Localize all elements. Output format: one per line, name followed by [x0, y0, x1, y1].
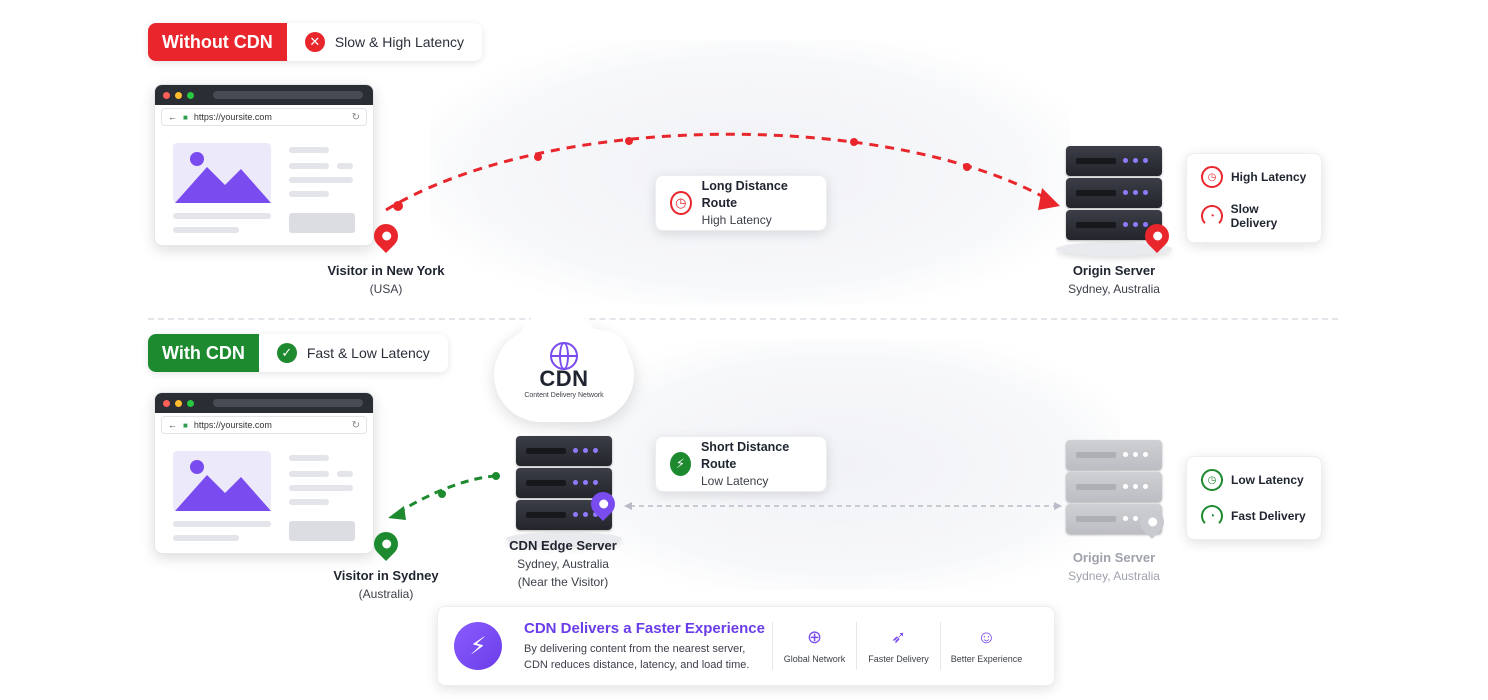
without-cdn-tag: Without CDN: [148, 23, 287, 61]
back-arrow-icon: ←: [168, 420, 177, 430]
world-map-top: [430, 40, 1070, 305]
speedometer-icon: ◔: [1201, 205, 1223, 227]
visitor-newyork-label: Visitor in New York(USA): [327, 263, 445, 296]
speedometer-icon: ◔: [1201, 505, 1223, 527]
close-dot: [163, 399, 170, 407]
clock-icon: ◷: [1201, 166, 1223, 188]
browser-window-sydney: ← ■ https://yoursite.com ↻: [154, 392, 374, 554]
metric-row: ◔Fast Delivery: [1201, 505, 1307, 527]
feature-global-network: ⊕ Global Network: [772, 622, 856, 670]
maximize-dot: [187, 399, 194, 407]
cdn-edge-server-icon: [506, 436, 622, 546]
latency-metrics-card: ◷High Latency ◔Slow Delivery: [1186, 153, 1322, 243]
origin-server-faded-icon: [1066, 440, 1162, 536]
clock-icon: ◷: [1201, 469, 1223, 491]
back-arrow-icon: ←: [168, 112, 177, 122]
with-cdn-header: With CDN ✓ Fast & Low Latency: [148, 334, 448, 372]
cdn-cloud-subtitle: Content Delivery Network: [524, 391, 604, 399]
metric-row: ◔Slow Delivery: [1201, 202, 1307, 230]
rocket-icon: ➶: [890, 627, 907, 647]
visitor-sydney-label: Visitor in Sydney(Australia): [333, 568, 439, 601]
minimize-dot: [175, 91, 182, 99]
with-cdn-tag: With CDN: [148, 334, 259, 372]
address-bar: ← ■ https://yoursite.com ↻: [161, 416, 367, 434]
image-placeholder: [173, 143, 271, 203]
cdn-cloud-title: CDN: [539, 365, 589, 391]
section-divider: [148, 318, 1338, 320]
globe-icon: ⊕: [806, 627, 823, 647]
lock-icon: ■: [183, 420, 188, 430]
cdn-cloud: CDN Content Delivery Network: [494, 310, 634, 422]
edge-to-origin-link: [624, 502, 1062, 510]
metric-row: ◷Low Latency: [1201, 469, 1307, 491]
x-circle-icon: ✕: [304, 32, 325, 52]
without-cdn-status: Slow & High Latency: [334, 34, 464, 50]
reload-icon: ↻: [351, 419, 360, 431]
origin-server-icon: [1056, 146, 1172, 256]
lightning-icon: ⚡: [454, 622, 502, 670]
long-route-path: [385, 132, 1060, 212]
user-icon: ☺: [977, 627, 996, 647]
close-dot: [163, 91, 170, 99]
maximize-dot: [187, 91, 194, 99]
location-pin-icon: [369, 527, 403, 561]
metric-row: ◷High Latency: [1201, 166, 1307, 188]
feature-faster-delivery: ➶ Faster Delivery: [856, 622, 940, 670]
check-circle-icon: ✓: [276, 343, 297, 363]
without-cdn-header: Without CDN ✕ Slow & High Latency: [148, 23, 482, 61]
image-placeholder: [173, 451, 271, 511]
url-text: https://yoursite.com: [193, 112, 272, 122]
browser-window-newyork: ← ■ https://yoursite.com ↻: [154, 84, 374, 246]
summary-description: By delivering content from the nearest s…: [524, 642, 750, 671]
feature-better-experience: ☺ Better Experience: [940, 622, 1032, 670]
lock-icon: ■: [183, 112, 188, 122]
url-text: https://yoursite.com: [193, 420, 272, 430]
summary-title: CDN Delivers a Faster Experience: [524, 619, 765, 637]
minimize-dot: [175, 399, 182, 407]
clock-icon: ◷: [670, 191, 692, 215]
address-bar: ← ■ https://yoursite.com ↻: [161, 108, 367, 126]
with-cdn-status: Fast & Low Latency: [306, 345, 430, 361]
lightning-icon: ⚡: [670, 452, 691, 476]
world-map-bottom: [560, 340, 1120, 590]
reload-icon: ↻: [351, 111, 360, 123]
summary-card: ⚡ CDN Delivers a Faster Experience By de…: [437, 606, 1055, 686]
globe-icon: [550, 342, 578, 370]
short-route-path: [388, 472, 500, 520]
latency-metrics-card-cdn: ◷Low Latency ◔Fast Delivery: [1186, 456, 1322, 540]
